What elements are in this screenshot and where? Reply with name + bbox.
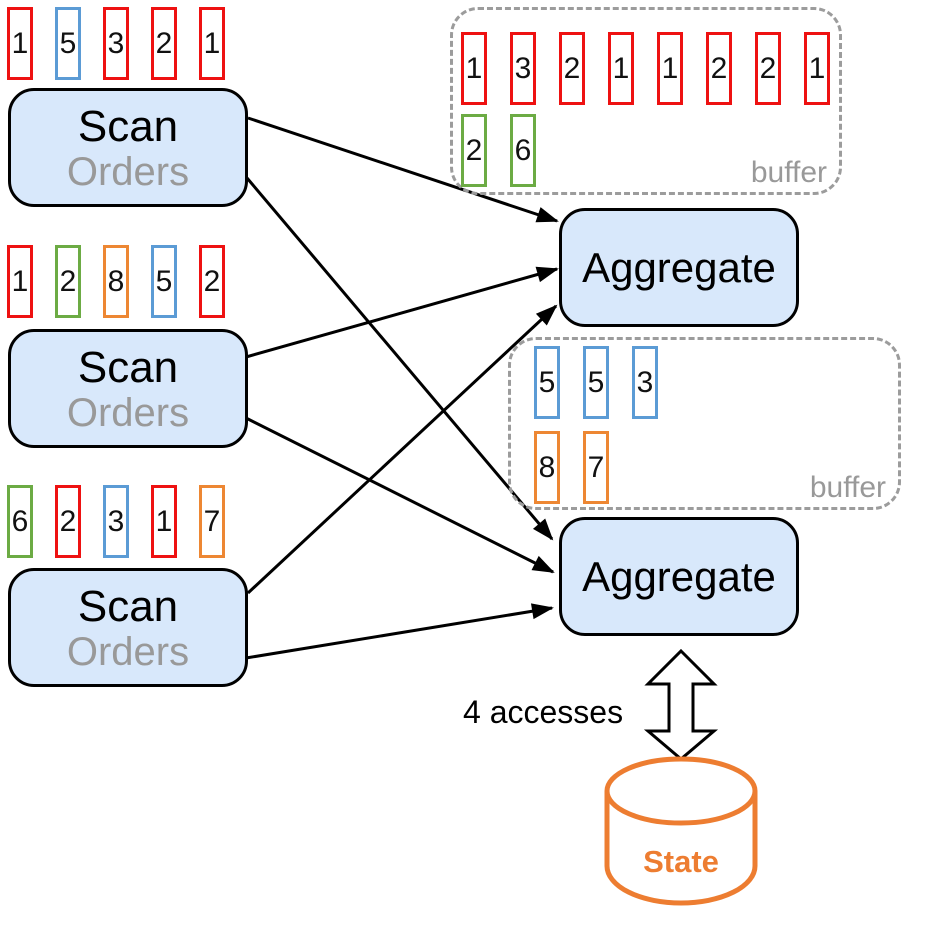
token-red: 1	[7, 245, 33, 318]
state-label: State	[643, 844, 719, 879]
scan1-title: Scan	[77, 101, 179, 151]
token-red: 1	[657, 32, 683, 105]
buffer2-label: buffer	[809, 471, 886, 504]
token-blue: 3	[103, 485, 129, 558]
token-red: 1	[7, 7, 33, 80]
scan2-subtitle: Orders	[66, 391, 190, 436]
aggregate1-title: Aggregate	[582, 243, 776, 291]
token-red: 2	[199, 245, 225, 318]
accesses-label: 4 accesses	[463, 694, 624, 730]
state-cylinder-top	[604, 756, 758, 826]
token-red: 3	[103, 7, 129, 80]
buffer1-label: buffer	[750, 156, 827, 189]
scan1-subtitle: Orders	[66, 150, 190, 195]
token-orange: 7	[199, 485, 225, 558]
token-red: 2	[55, 485, 81, 558]
token-red: 1	[804, 32, 830, 105]
token-green: 2	[55, 245, 81, 318]
token-blue: 5	[583, 346, 609, 419]
scan3-subtitle: Orders	[66, 630, 190, 675]
token-green: 6	[510, 114, 536, 187]
token-green: 2	[461, 114, 487, 187]
token-red: 2	[706, 32, 732, 105]
token-blue: 5	[534, 346, 560, 419]
token-red: 1	[608, 32, 634, 105]
token-blue: 5	[151, 245, 177, 318]
token-red: 2	[559, 32, 585, 105]
scan2-node: Scan Orders	[8, 329, 248, 448]
token-red: 3	[510, 32, 536, 105]
token-red: 1	[461, 32, 487, 105]
flow-arrow-scan3-agg1	[246, 304, 558, 595]
state-store: State	[604, 756, 758, 906]
token-blue: 5	[55, 7, 81, 80]
scan1-node: Scan Orders	[8, 88, 248, 207]
flow-arrow-scan3-agg2	[245, 603, 554, 660]
scan2-title: Scan	[77, 342, 179, 392]
aggregate1-node: Aggregate	[559, 208, 799, 327]
token-red: 1	[199, 7, 225, 80]
aggregate2-node: Aggregate	[559, 517, 799, 636]
flow-arrow-scan2-agg2	[245, 416, 555, 574]
state-access-arrow	[643, 648, 719, 761]
scan3-title: Scan	[77, 581, 179, 631]
token-red: 2	[151, 7, 177, 80]
token-blue: 3	[632, 346, 658, 419]
token-red: 2	[755, 32, 781, 105]
scan3-node: Scan Orders	[8, 568, 248, 687]
token-red: 1	[151, 485, 177, 558]
token-orange: 8	[534, 431, 560, 504]
flow-arrow-scan2-agg1	[245, 266, 559, 359]
token-orange: 7	[583, 431, 609, 504]
flow-arrow-scan1-agg2	[245, 177, 554, 541]
token-green: 6	[7, 485, 33, 558]
token-orange: 8	[103, 245, 129, 318]
aggregate2-title: Aggregate	[582, 552, 776, 600]
flow-arrow-scan1-agg1	[247, 116, 559, 223]
